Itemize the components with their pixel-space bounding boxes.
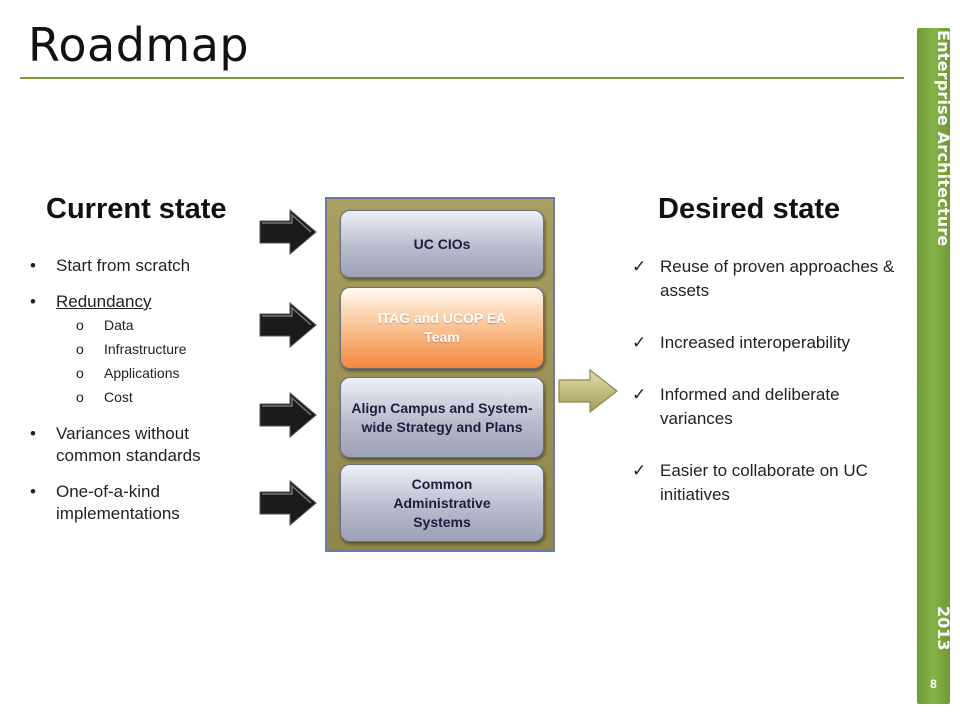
box-label: ITAG and UCOP EA Team xyxy=(377,310,507,345)
list-item-label: Redundancy xyxy=(56,292,152,311)
list-item: Easier to collaborate on UC initiatives xyxy=(630,459,895,507)
sub-list-item: Applications xyxy=(56,361,258,385)
itag-box: ITAG and UCOP EA Team xyxy=(340,287,544,369)
sub-list-item: Cost xyxy=(56,385,258,409)
list-item: Redundancy Data Infrastructure Applicati… xyxy=(28,291,258,409)
list-item: One-of-a-kind implementations xyxy=(28,481,258,525)
right-arrow-icon xyxy=(259,391,317,439)
right-arrow-icon xyxy=(259,208,317,256)
box-label: UC CIOs xyxy=(413,235,471,252)
sub-list-item: Data xyxy=(56,313,258,337)
align-campus-box: Align Campus and System-wide Strategy an… xyxy=(340,377,544,458)
desired-state-heading: Desired state xyxy=(658,193,841,225)
right-arrow-icon xyxy=(558,368,618,414)
list-item: Increased interoperability xyxy=(630,331,895,355)
redundancy-sublist: Data Infrastructure Applications Cost xyxy=(56,313,258,409)
title-divider xyxy=(20,77,904,79)
right-arrow-icon xyxy=(259,301,317,349)
box-label: Align Campus and System-wide Strategy an… xyxy=(351,399,533,435)
desired-state-list: Reuse of proven approaches & assets Incr… xyxy=(630,255,895,535)
sub-list-item: Infrastructure xyxy=(56,337,258,361)
box-label: Common Administrative Systems xyxy=(393,475,491,530)
right-arrow-icon xyxy=(259,479,317,527)
list-item-label: Start from scratch xyxy=(56,256,191,275)
list-item: Variances without common standards xyxy=(28,423,258,467)
sidebar-year: 2013 xyxy=(934,606,953,651)
list-item: Informed and deliberate variances xyxy=(630,383,895,431)
common-admin-systems-box: Common Administrative Systems xyxy=(340,464,544,542)
list-item: Reuse of proven approaches & assets xyxy=(630,255,895,303)
current-state-heading: Current state xyxy=(46,193,227,225)
list-item-label: One-of-a-kind implementations xyxy=(56,482,180,523)
page-number: 8 xyxy=(930,677,937,691)
list-item: Start from scratch xyxy=(28,255,258,277)
list-item-label: Variances without common standards xyxy=(56,424,201,465)
uc-cios-box: UC CIOs xyxy=(340,210,544,278)
slide-title: Roadmap xyxy=(28,18,250,72)
sidebar-title: Enterprise Architecture xyxy=(934,30,953,247)
current-state-list: Start from scratch Redundancy Data Infra… xyxy=(28,255,258,539)
sidebar-band xyxy=(917,28,950,704)
